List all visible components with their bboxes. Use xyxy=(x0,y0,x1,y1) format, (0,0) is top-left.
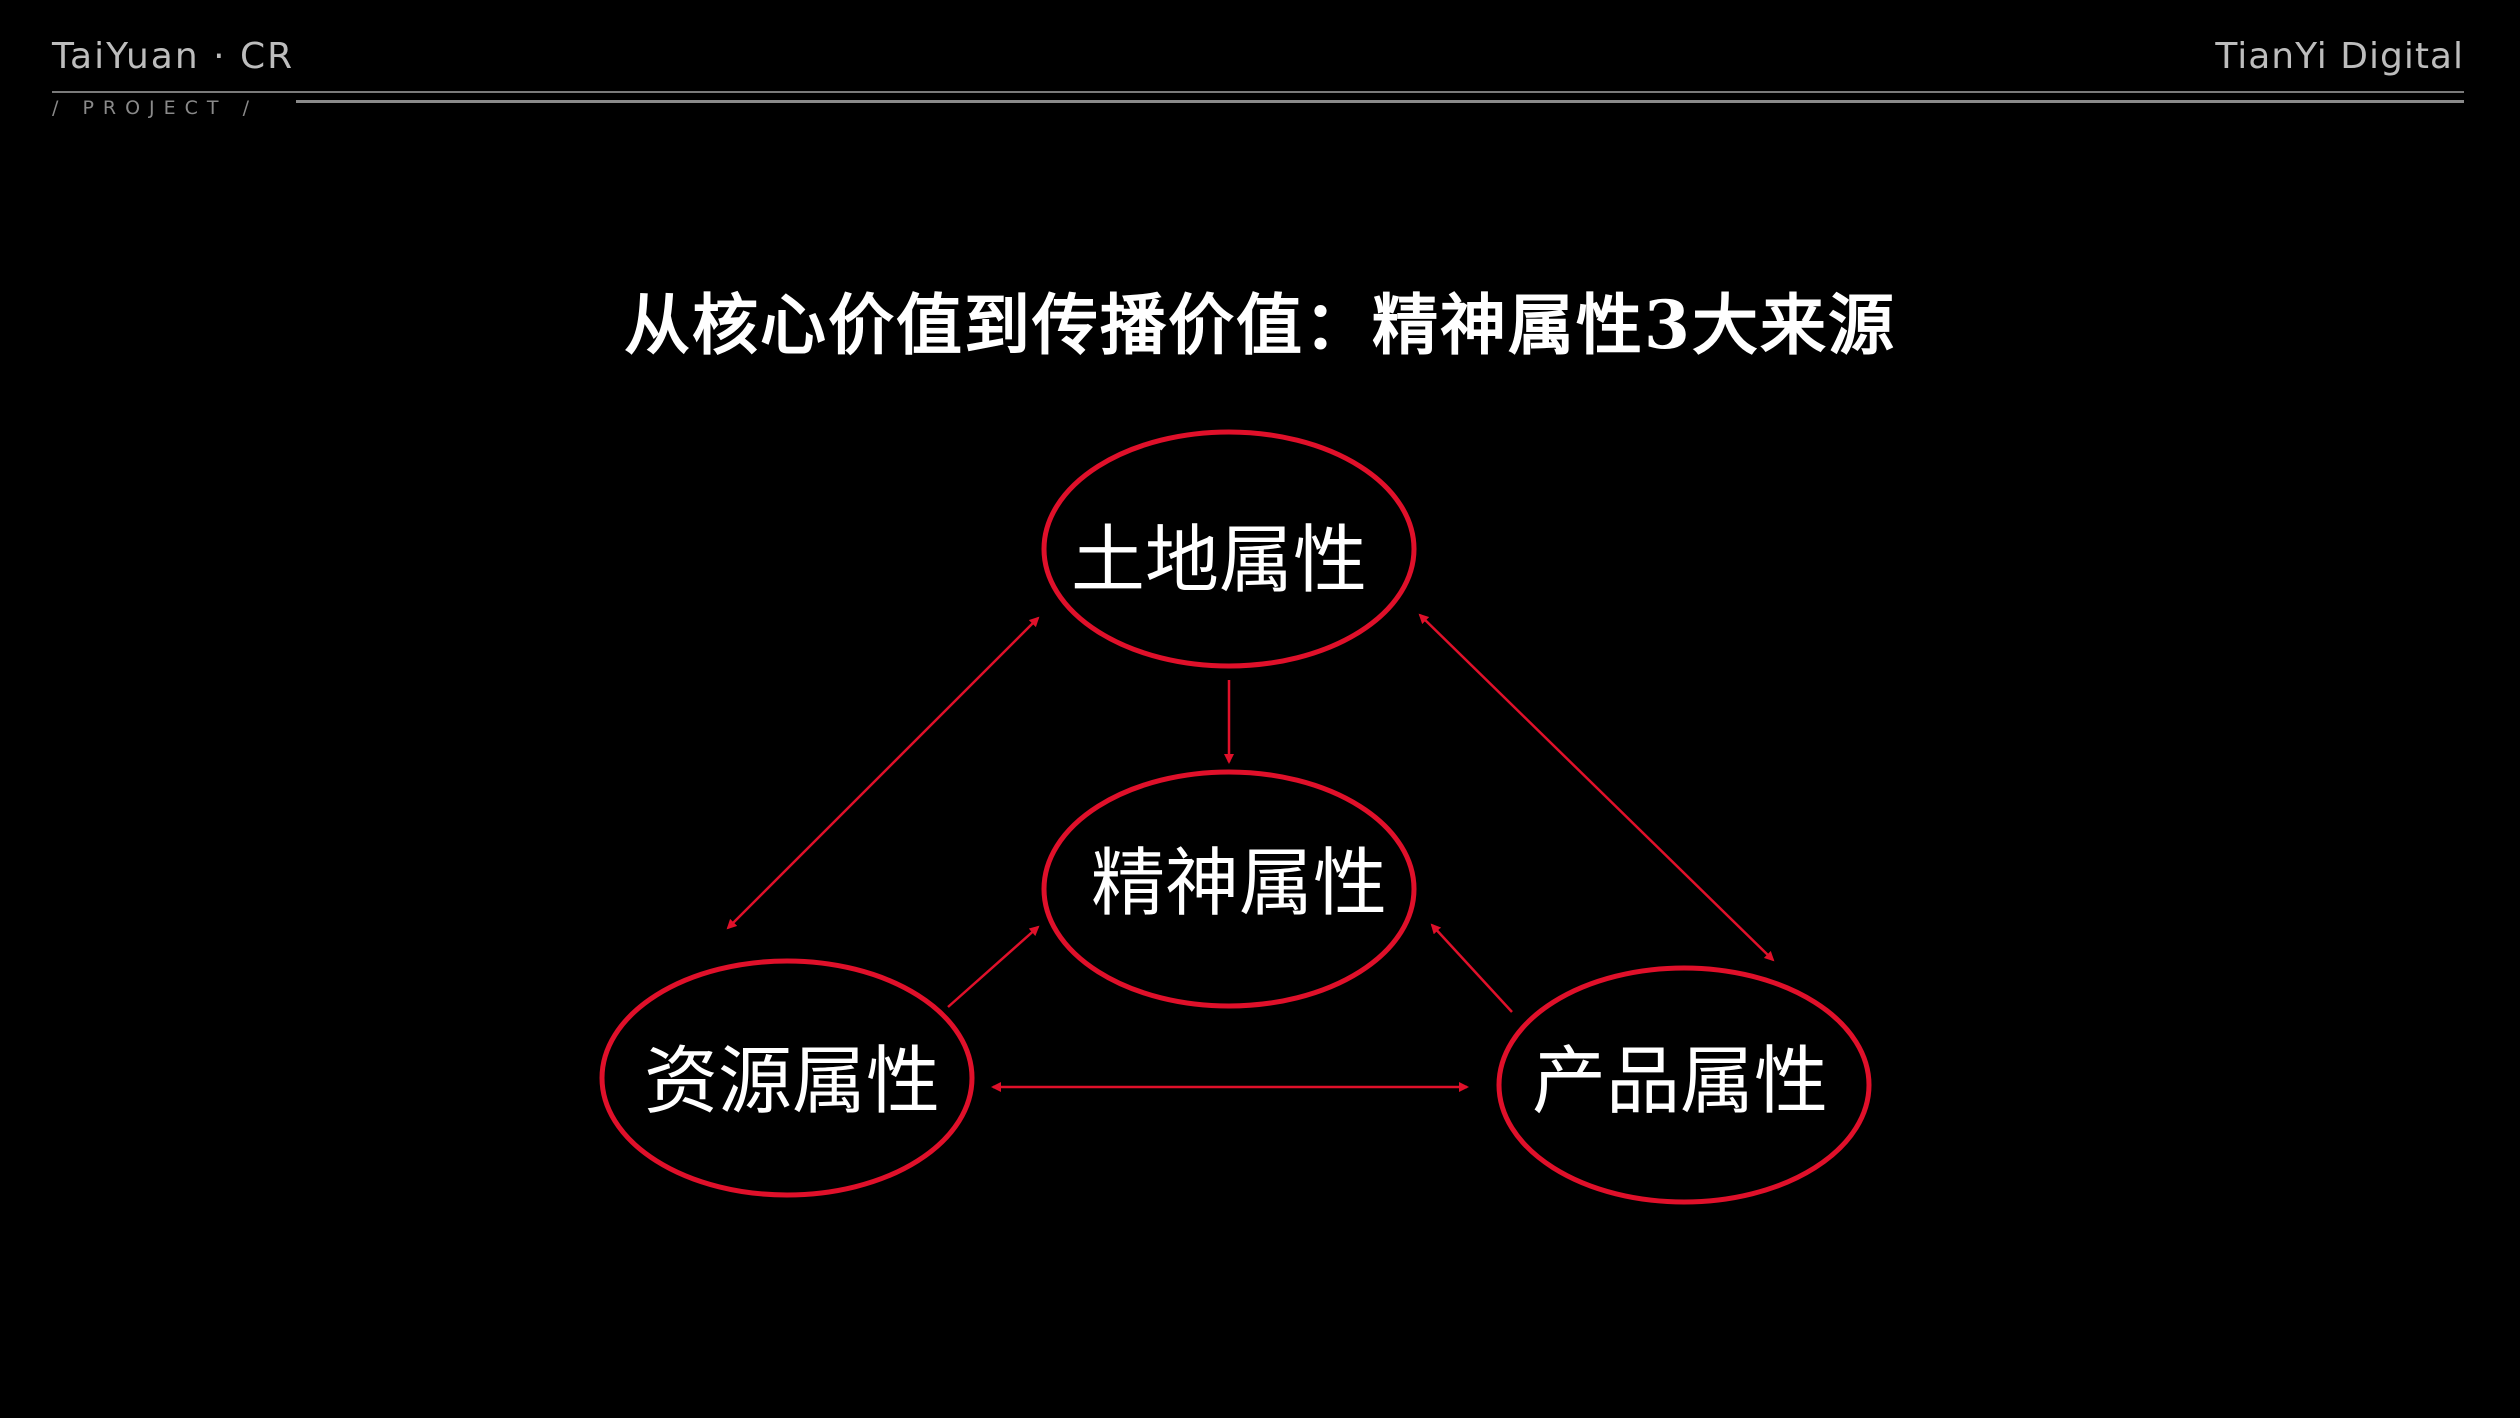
arrow-resource-to-spirit xyxy=(947,925,1040,1008)
node-product-label: 产品属性 xyxy=(1532,1038,1828,1124)
brand-left: TaiYuan · CR xyxy=(52,36,295,77)
arrow-land-resource xyxy=(726,616,1040,930)
arrow-land-product xyxy=(1418,613,1775,962)
page-title: 从核心价值到传播价值：精神属性3大来源 xyxy=(624,286,1896,364)
arrow-product-to-spirit xyxy=(1430,923,1513,1013)
node-spirit-ellipse xyxy=(1041,769,1417,1009)
node-product-ellipse xyxy=(1496,965,1872,1205)
brand-subtitle: / PROJECT / xyxy=(52,97,258,119)
brand-right: TianYi Digital xyxy=(2215,36,2464,77)
node-land-label: 土地属性 xyxy=(1071,517,1367,603)
node-land-ellipse xyxy=(1041,429,1417,669)
header-rule-top xyxy=(52,91,2464,93)
header-rule-bottom xyxy=(296,100,2464,103)
node-resource-label: 资源属性 xyxy=(644,1038,940,1124)
node-spirit-label: 精神属性 xyxy=(1091,840,1387,926)
node-resource-ellipse xyxy=(599,958,975,1198)
